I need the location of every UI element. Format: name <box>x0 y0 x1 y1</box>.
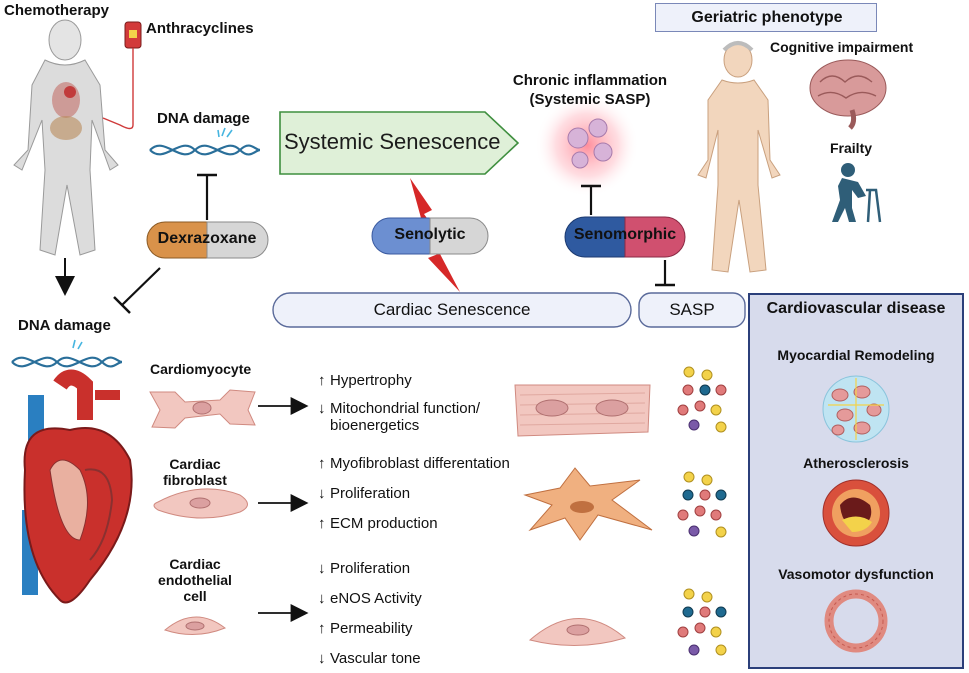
dexrazoxane-pill <box>146 221 269 259</box>
effect-fibroblast-1: ↓Proliferation <box>318 485 410 502</box>
down-arrow-icon: ↓ <box>318 560 326 577</box>
chemotherapy-label: Chemotherapy <box>4 2 110 19</box>
cognitive-impairment-label: Cognitive impairment <box>770 39 914 55</box>
effect-text: Mitochondrial function/ <box>330 400 481 417</box>
sasp-dots-1 <box>677 366 727 433</box>
systemic-sasp-label: (Systemic SASP) <box>529 91 651 108</box>
senescent-cardiomyocyte-icon <box>514 384 651 437</box>
effect-fibroblast-0: ↑Myofibroblast differentation <box>318 455 510 472</box>
heart-illustration <box>22 369 133 604</box>
geriatric-phenotype-box: Geriatric phenotype <box>655 3 877 32</box>
up-arrow-icon: ↑ <box>318 515 326 532</box>
senescent-fibroblast-icon <box>523 467 653 541</box>
senomorphic-label: Senomorphic <box>573 226 677 243</box>
geriatric-phenotype-title: Geriatric phenotype <box>691 9 843 26</box>
senolytic-pill <box>371 217 489 255</box>
effect-text: eNOS Activity <box>330 590 422 607</box>
fibroblast-label-line1: Cardiac <box>169 456 221 472</box>
vasomotor-dysfunction-icon <box>824 589 888 653</box>
cardiac-senescence-label: Cardiac Senescence <box>373 300 531 319</box>
cvd-item-atherosclerosis: Atherosclerosis <box>803 455 909 471</box>
endothelial-icon <box>163 616 227 635</box>
up-arrow-icon: ↑ <box>318 455 326 472</box>
effect-fibroblast-2: ↑ECM production <box>318 515 438 532</box>
dex-inhibit-left-line <box>121 267 161 306</box>
cvd-item-vasomotor-dysfunction: Vasomotor dysfunction <box>778 566 934 582</box>
anthracyclines-label: Anthracyclines <box>146 20 254 37</box>
effect-text: Permeability <box>330 620 413 637</box>
down-arrow-icon: ↓ <box>318 400 326 417</box>
effect-text: Hypertrophy <box>330 372 412 389</box>
sasp-box <box>638 292 746 328</box>
inflammation-glow <box>535 93 639 197</box>
dexrazoxane-label: Dexrazoxane <box>157 230 257 247</box>
inflammatory-cells-icon <box>567 118 613 169</box>
down-arrow-icon: ↓ <box>318 485 326 502</box>
cardiac-senescence-box <box>272 292 632 328</box>
endothelial-label-line3: cell <box>183 588 207 604</box>
effect-cardiomyocyte-0: ↑Hypertrophy <box>318 372 412 389</box>
chronic-inflammation-label: Chronic inflammation <box>512 72 668 89</box>
effect-text: Myofibroblast differentation <box>330 455 510 472</box>
brain-icon <box>809 59 887 130</box>
frailty-label: Frailty <box>830 140 873 156</box>
fibroblast-icon <box>153 488 248 519</box>
effect-text: Proliferation <box>330 560 411 577</box>
myocardial-remodeling-icon <box>822 375 890 443</box>
fibroblast-label-line2: fibroblast <box>163 472 227 488</box>
effect-endothelial-1: ↓eNOS Activity <box>318 590 422 607</box>
effect-text: Vascular tone <box>330 650 421 667</box>
elderly-figure-illustration <box>697 41 781 273</box>
senolytic-label: Senolytic <box>394 226 466 243</box>
cardiomyocyte-icon <box>149 389 256 429</box>
sasp-dots-2 <box>677 471 727 538</box>
senomorphic-pill <box>564 216 686 258</box>
down-arrow-icon: ↓ <box>318 590 326 607</box>
up-arrow-icon: ↑ <box>318 620 326 637</box>
effect-text: ECM production <box>330 515 438 532</box>
effect-cardiomyocyte-2: bioenergetics <box>318 417 419 434</box>
iv-bag-illustration <box>102 21 142 130</box>
effect-endothelial-2: ↑Permeability <box>318 620 413 637</box>
effect-endothelial-3: ↓Vascular tone <box>318 650 421 667</box>
frailty-walker-icon <box>832 163 882 223</box>
endothelial-label-line1: Cardiac <box>169 556 221 572</box>
sasp-dots-3 <box>677 588 727 656</box>
cvd-item-myocardial-remodeling: Myocardial Remodeling <box>777 347 935 363</box>
effect-cardiomyocyte-1: ↓Mitochondrial function/ <box>318 400 480 417</box>
sasp-label: SASP <box>669 300 715 319</box>
effect-text: Proliferation <box>330 485 411 502</box>
atherosclerosis-icon <box>822 479 890 547</box>
cardiomyocyte-label: Cardiomyocyte <box>150 361 252 377</box>
systemic-senescence-label: Systemic Senescence <box>284 129 501 154</box>
dna-helix-top-icon <box>149 127 261 156</box>
patient-body-illustration <box>13 19 119 256</box>
dna-damage-top-label: DNA damage <box>157 110 250 127</box>
systemic-senescence-box <box>279 111 520 175</box>
dna-helix-left-icon <box>11 339 123 368</box>
up-arrow-icon: ↑ <box>318 372 326 389</box>
dna-damage-left-label: DNA damage <box>18 317 111 334</box>
endothelial-label-line2: endothelial <box>158 572 232 588</box>
senescent-endothelial-icon <box>528 618 627 646</box>
down-arrow-icon: ↓ <box>318 650 326 667</box>
effect-endothelial-0: ↓Proliferation <box>318 560 410 577</box>
effect-text: bioenergetics <box>330 417 420 434</box>
cvd-title: Cardiovascular disease <box>766 300 946 317</box>
